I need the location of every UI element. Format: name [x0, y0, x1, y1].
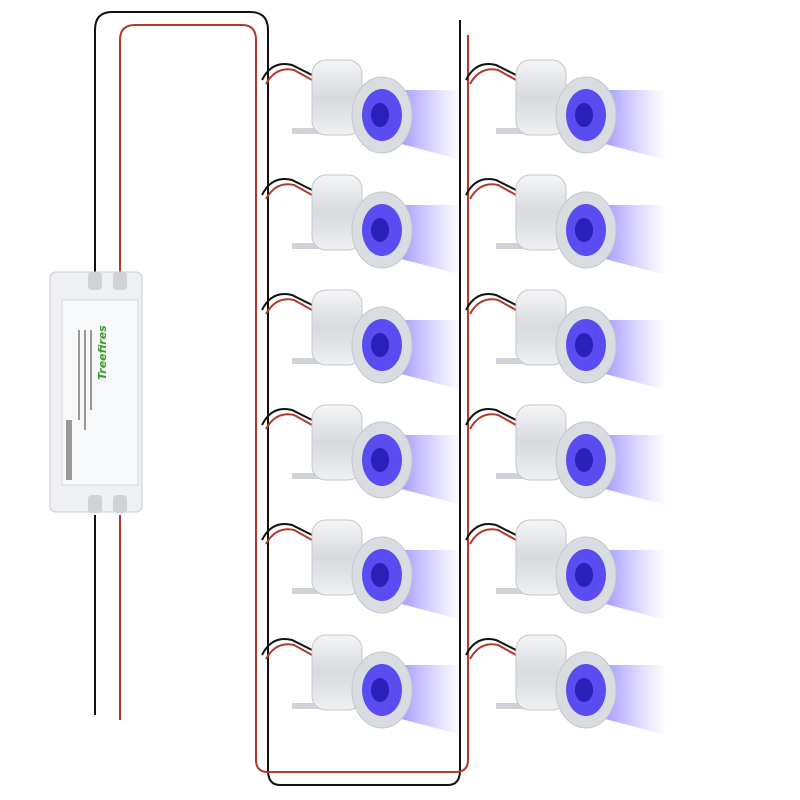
led-spotlight — [261, 634, 462, 735]
black-wire-main — [94, 11, 461, 786]
driver-brand-logo: Treefires — [96, 325, 109, 380]
led-spotlight — [465, 404, 666, 505]
led-spotlight — [465, 174, 666, 275]
led-spotlight — [261, 289, 462, 390]
led-spotlight — [261, 519, 462, 620]
led-spotlight — [261, 404, 462, 505]
led-spotlight — [261, 59, 462, 160]
led-spotlight — [465, 634, 666, 735]
led-spotlight — [465, 289, 666, 390]
led-spotlight — [261, 174, 462, 275]
led-driver — [49, 271, 143, 513]
led-spotlight — [465, 59, 666, 160]
red-wire-main — [119, 24, 469, 773]
led-spotlight — [465, 519, 666, 620]
